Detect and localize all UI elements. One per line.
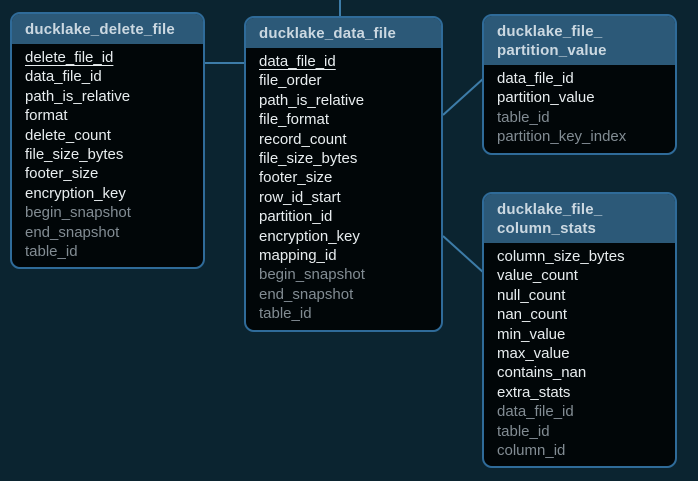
field-partition_id: partition_id xyxy=(259,208,333,226)
table-ducklake_file_partition_value[interactable]: ducklake_​file_​partition_​value data_fi… xyxy=(482,14,677,155)
field-data_file_id: data_file_id xyxy=(497,70,574,87)
field-begin_snapshot: begin_snapshot xyxy=(25,204,131,222)
field-min_value: min_value xyxy=(497,325,566,343)
table-ducklake_data_file[interactable]: ducklake_​data_​file data_file_id file_or… xyxy=(244,16,443,332)
field-table_id: table_id xyxy=(497,108,550,126)
field-encryption_key: encryption_key xyxy=(259,227,360,245)
field-table_id: table_id xyxy=(259,305,312,323)
field-path_is_relative: path_is_relative xyxy=(259,91,365,109)
field-file_format: file_format xyxy=(259,111,330,129)
table-title: ducklake_​file_​column_​stats xyxy=(484,194,675,243)
field-end_snapshot: end_snapshot xyxy=(259,285,354,303)
table-title: ducklake_​data_​file xyxy=(246,18,441,48)
field-footer_size: footer_size xyxy=(259,169,333,187)
field-table_id: table_id xyxy=(497,422,550,440)
field-table_id: table_id xyxy=(25,243,78,261)
field-partition_key_index: partition_key_index xyxy=(497,128,627,146)
field-contains_nan: contains_nan xyxy=(497,364,587,382)
connector-data-file-to-file-column-stats xyxy=(442,235,485,274)
field-file_size_bytes: file_size_bytes xyxy=(259,150,358,168)
field-encryption_key: encryption_key xyxy=(25,184,126,202)
field-null_count: null_count xyxy=(497,286,566,304)
field-column_id: column_id xyxy=(497,442,566,460)
table-ducklake_file_column_stats[interactable]: ducklake_​file_​column_​stats column_siz… xyxy=(482,192,677,469)
field-end_snapshot: end_snapshot xyxy=(25,223,120,241)
field-nan_count: nan_count xyxy=(497,306,568,324)
field-delete_count: delete_count xyxy=(25,126,111,144)
field-extra_stats: extra_stats xyxy=(497,383,571,401)
field-file_order: file_order xyxy=(259,72,322,90)
field-data_file_id: data_file_id xyxy=(259,53,336,70)
field-record_count: record_count xyxy=(259,130,347,148)
field-row_id_start: row_id_start xyxy=(259,188,341,206)
field-path_is_relative: path_is_relative xyxy=(25,87,131,105)
field-file_size_bytes: file_size_bytes xyxy=(25,146,124,164)
table-title: ducklake_​delete_​file xyxy=(12,14,203,44)
field-data_file_id: data_file_id xyxy=(497,403,574,421)
field-delete_file_id: delete_file_id xyxy=(25,49,114,66)
table-title: ducklake_​file_​partition_​value xyxy=(484,16,675,65)
field-max_value: max_value xyxy=(497,345,570,363)
field-mapping_id: mapping_id xyxy=(259,247,337,265)
connector-data-file-to-file-partition-value xyxy=(442,77,485,116)
field-partition_value: partition_value xyxy=(497,89,595,107)
field-data_file_id: data_file_id xyxy=(25,68,102,86)
field-footer_size: footer_size xyxy=(25,165,99,183)
field-format: format xyxy=(25,107,68,125)
field-column_size_bytes: column_size_bytes xyxy=(497,248,625,265)
field-begin_snapshot: begin_snapshot xyxy=(259,266,365,284)
field-value_count: value_count xyxy=(497,267,578,285)
